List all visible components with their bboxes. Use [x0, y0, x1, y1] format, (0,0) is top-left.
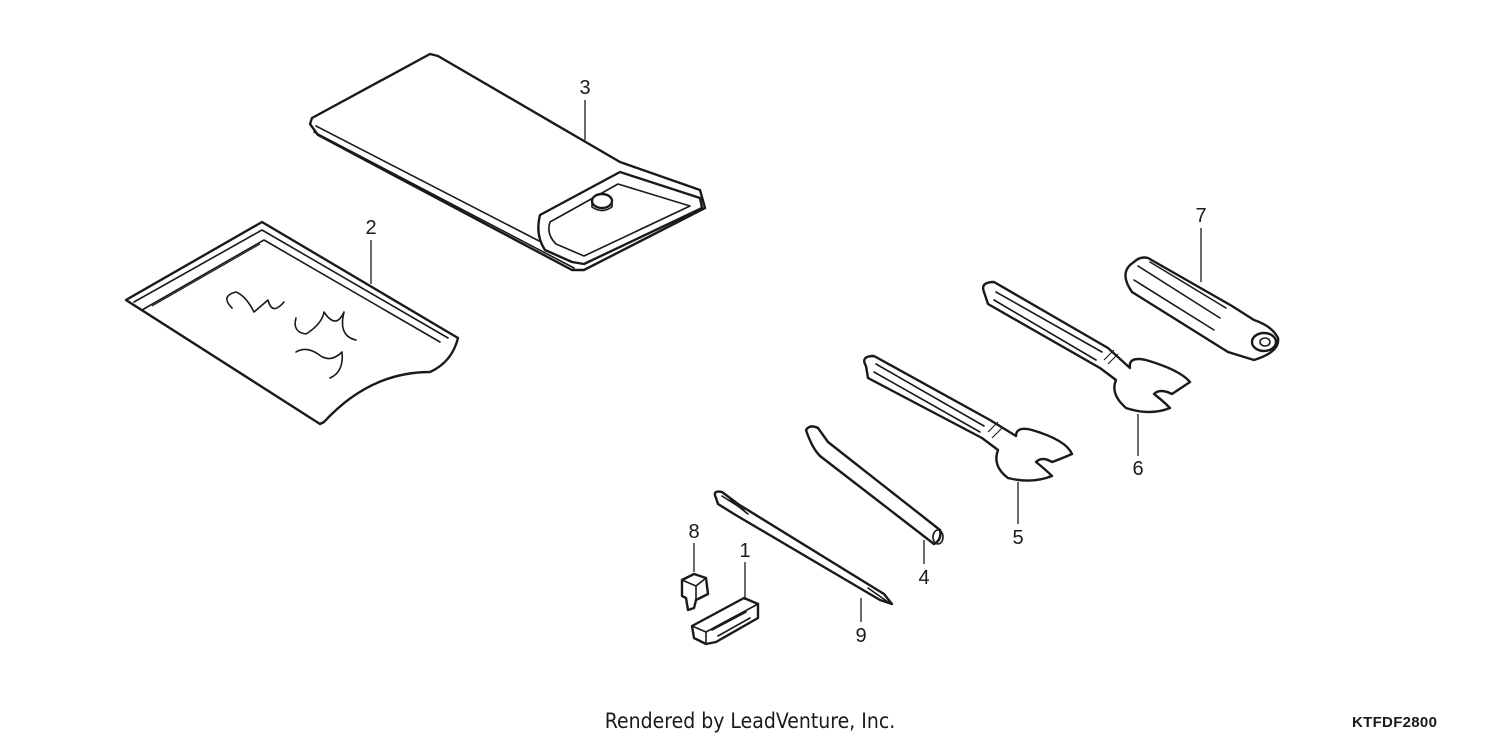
callout-4: 4	[918, 567, 929, 589]
callout-3: 3	[579, 77, 590, 99]
callout-6: 6	[1132, 458, 1143, 480]
wrench-large[interactable]	[981, 280, 1192, 414]
render-credit: Rendered by LeadVenture, Inc.	[604, 709, 896, 733]
callout-5: 5	[1012, 527, 1023, 549]
callout-labels: 3 2 7 6 5 4 9 8 1	[365, 77, 1206, 647]
callout-7: 7	[1195, 205, 1206, 227]
hex-key[interactable]	[804, 425, 944, 546]
fuse-puller[interactable]	[690, 596, 760, 646]
leader-lines	[370, 100, 1202, 622]
callout-2: 2	[365, 217, 376, 239]
screwdriver-shaft[interactable]	[713, 490, 894, 606]
callout-9: 9	[855, 625, 866, 647]
callout-8: 8	[688, 521, 699, 543]
clip[interactable]	[680, 572, 710, 612]
wrench-small[interactable]	[863, 354, 1074, 482]
document-bag[interactable]	[124, 220, 460, 426]
tool-bag[interactable]	[308, 52, 707, 272]
diagram-code: KTFDF2800	[1352, 714, 1438, 731]
callout-1: 1	[739, 540, 750, 562]
screwdriver-handle[interactable]	[1124, 256, 1280, 362]
